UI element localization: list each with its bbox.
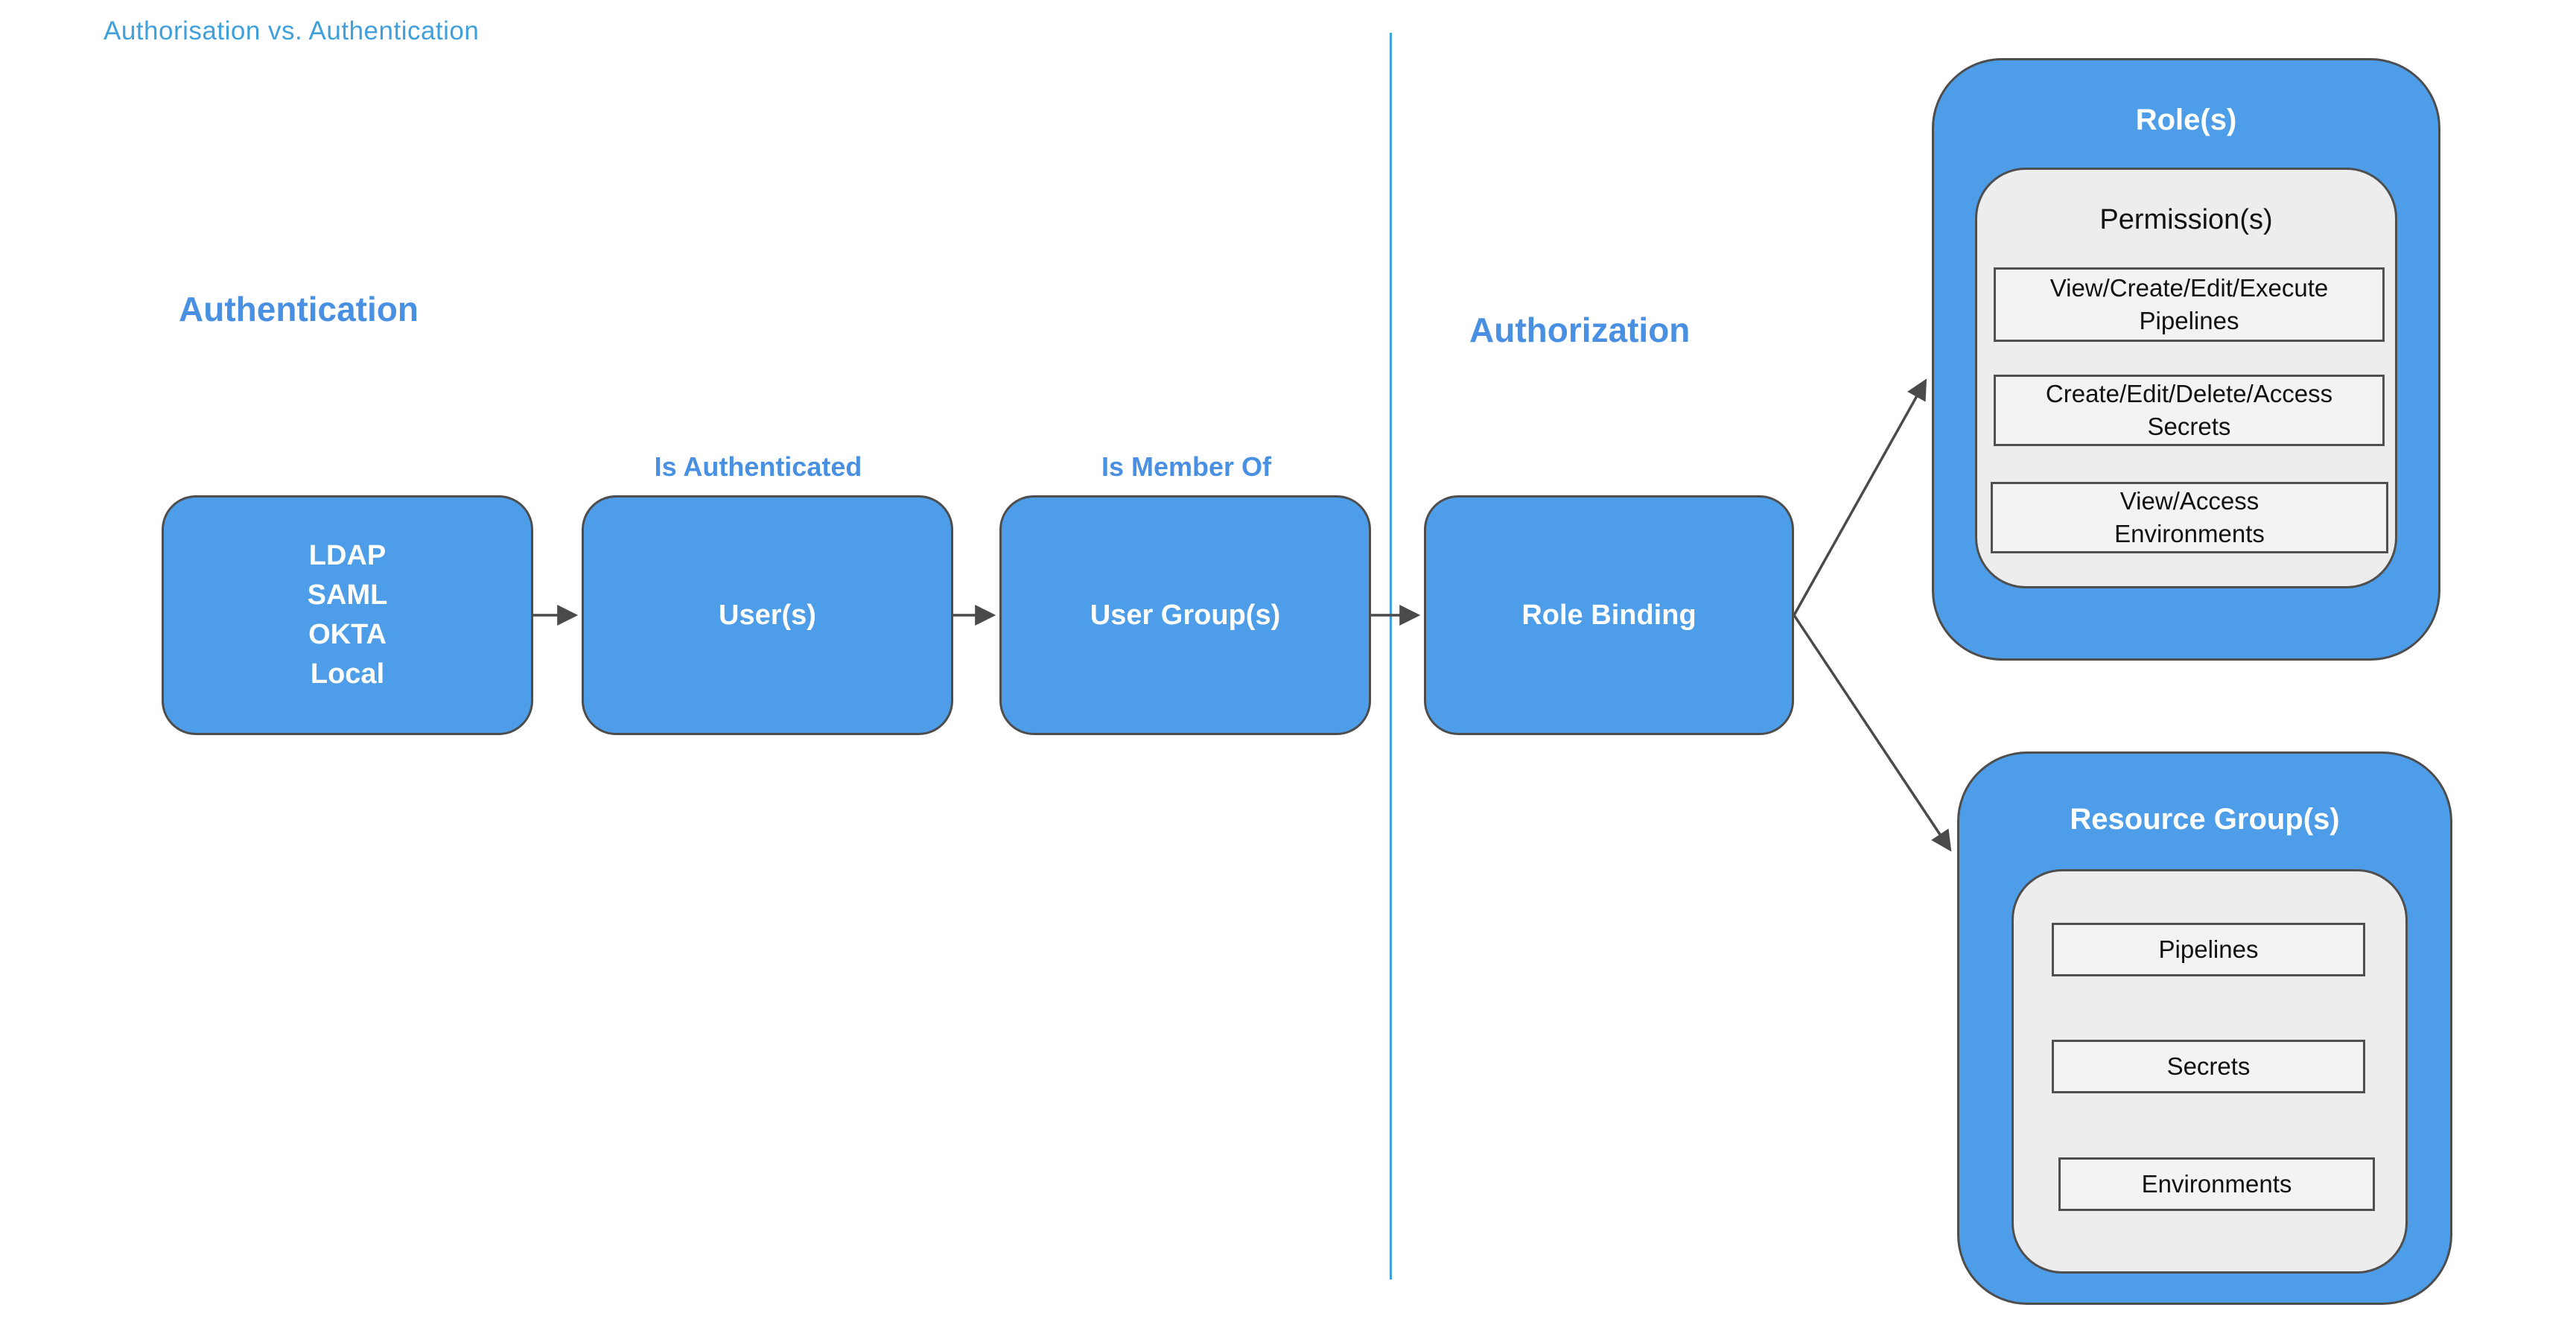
permission-item-pipelines: View/Create/Edit/Execute Pipelines bbox=[1994, 267, 2385, 342]
section-divider-line bbox=[1390, 33, 1392, 1280]
group-resource-groups-title: Resource Group(s) bbox=[2070, 803, 2340, 836]
arrow-role-binding-to-roles bbox=[1793, 378, 1927, 616]
permissions-panel: Permission(s) View/Create/Edit/Execute P… bbox=[1975, 168, 2397, 588]
resource-item-environments: Environments bbox=[2058, 1157, 2375, 1211]
group-roles-title: Role(s) bbox=[2135, 104, 2237, 136]
document-title: Authorisation vs. Authentication bbox=[104, 16, 480, 45]
node-user-groups: User Group(s) bbox=[999, 495, 1371, 735]
node-role-binding: Role Binding bbox=[1424, 495, 1794, 735]
arrow-role-binding-to-resource-groups bbox=[1793, 614, 1952, 852]
group-resource-groups: Resource Group(s) Pipelines Secrets Envi… bbox=[1957, 751, 2452, 1305]
section-heading-authorization: Authorization bbox=[1469, 311, 1691, 349]
resource-item-secrets: Secrets bbox=[2052, 1040, 2365, 1093]
edge-label-is-member-of: Is Member Of bbox=[1101, 451, 1272, 482]
section-heading-authentication: Authentication bbox=[179, 290, 419, 328]
permission-item-environments: View/Access Environments bbox=[1991, 482, 2388, 553]
node-users: User(s) bbox=[582, 495, 953, 735]
resources-panel: Pipelines Secrets Environments bbox=[2011, 869, 2408, 1274]
resource-item-pipelines: Pipelines bbox=[2052, 923, 2365, 976]
permissions-panel-title: Permission(s) bbox=[2099, 204, 2273, 235]
permission-item-secrets: Create/Edit/Delete/Access Secrets bbox=[1994, 375, 2385, 446]
node-identity-providers: LDAP SAML OKTA Local bbox=[162, 495, 533, 735]
group-roles: Role(s) Permission(s) View/Create/Edit/E… bbox=[1932, 58, 2440, 661]
edge-label-is-authenticated: Is Authenticated bbox=[654, 451, 862, 482]
